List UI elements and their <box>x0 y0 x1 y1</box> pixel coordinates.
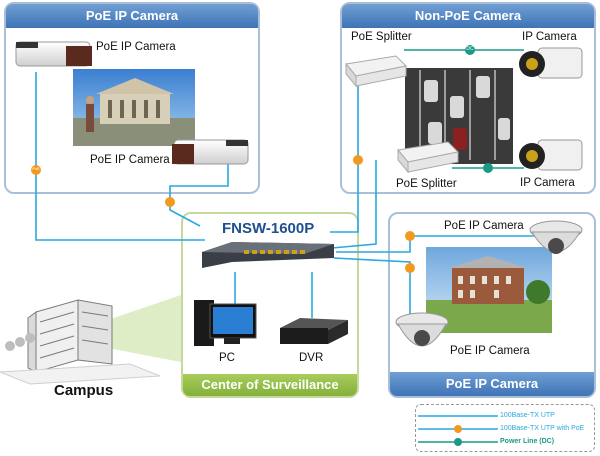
poe-splitter-icon <box>345 55 408 88</box>
legend-label: 100Base-TX UTP <box>500 412 555 419</box>
cable-line <box>330 78 359 233</box>
poe-splitter-icon <box>397 141 460 174</box>
legend-label: 100Base-TX UTP with PoE <box>500 425 585 432</box>
splitter-label: PoE Splitter <box>351 31 412 43</box>
panel-title: PoE IP Camera <box>6 4 258 28</box>
camera-label: PoE IP Camera <box>450 345 530 357</box>
dc-badge-markers <box>465 45 493 173</box>
panel-footer: PoE IP Camera <box>390 372 594 396</box>
camera-label: PoE IP Camera <box>96 41 176 53</box>
switch-icon <box>202 242 334 268</box>
center-of-surveillance-panel: Center of Surveillance <box>181 212 359 398</box>
splitter-label: PoE Splitter <box>396 178 457 190</box>
camera-label: IP Camera <box>522 31 577 43</box>
dome-camera-icon <box>395 312 449 347</box>
dvr-icon <box>280 318 348 344</box>
camera-label: PoE IP Camera <box>90 154 170 166</box>
legend-label: Power Line (DC) <box>500 438 555 445</box>
panel-title: Non-PoE Camera <box>342 4 594 28</box>
campus-label: Campus <box>54 382 114 399</box>
panel-footer: Center of Surveillance <box>183 374 357 396</box>
cable-line <box>35 72 205 241</box>
campus-connector <box>55 295 181 362</box>
dvr-label: DVR <box>299 352 324 364</box>
dome-camera-icon <box>529 220 583 254</box>
poe-camera-panel-top-left: PoE IP Camera <box>4 2 260 194</box>
poe-badge-markers <box>31 155 415 273</box>
pc-label: PC <box>219 352 235 364</box>
cable-line <box>336 235 540 253</box>
campus-building-icon <box>27 299 113 373</box>
dc-badge-text: DC <box>466 46 474 52</box>
legend: 100Base-TX UTP 100Base-TX UTP with PoE P… <box>415 404 595 452</box>
legend-row: 100Base-TX UTP <box>416 410 592 424</box>
poe-badge-text: PoE <box>32 166 40 171</box>
poe-ip-camera-icon <box>172 139 249 165</box>
ip-camera-icon <box>519 139 583 171</box>
camera-label: IP Camera <box>520 177 575 189</box>
cable-line <box>169 160 229 227</box>
poe-ip-camera-icon <box>15 41 92 67</box>
switch-title: FNSW-1600P <box>222 220 315 237</box>
pc-icon <box>194 300 257 346</box>
ip-camera-icon <box>519 47 583 79</box>
legend-row: 100Base-TX UTP with PoE <box>416 423 592 437</box>
camera-label: PoE IP Camera <box>444 220 524 232</box>
legend-row: Power Line (DC) <box>416 436 592 450</box>
cable-line <box>331 160 377 249</box>
